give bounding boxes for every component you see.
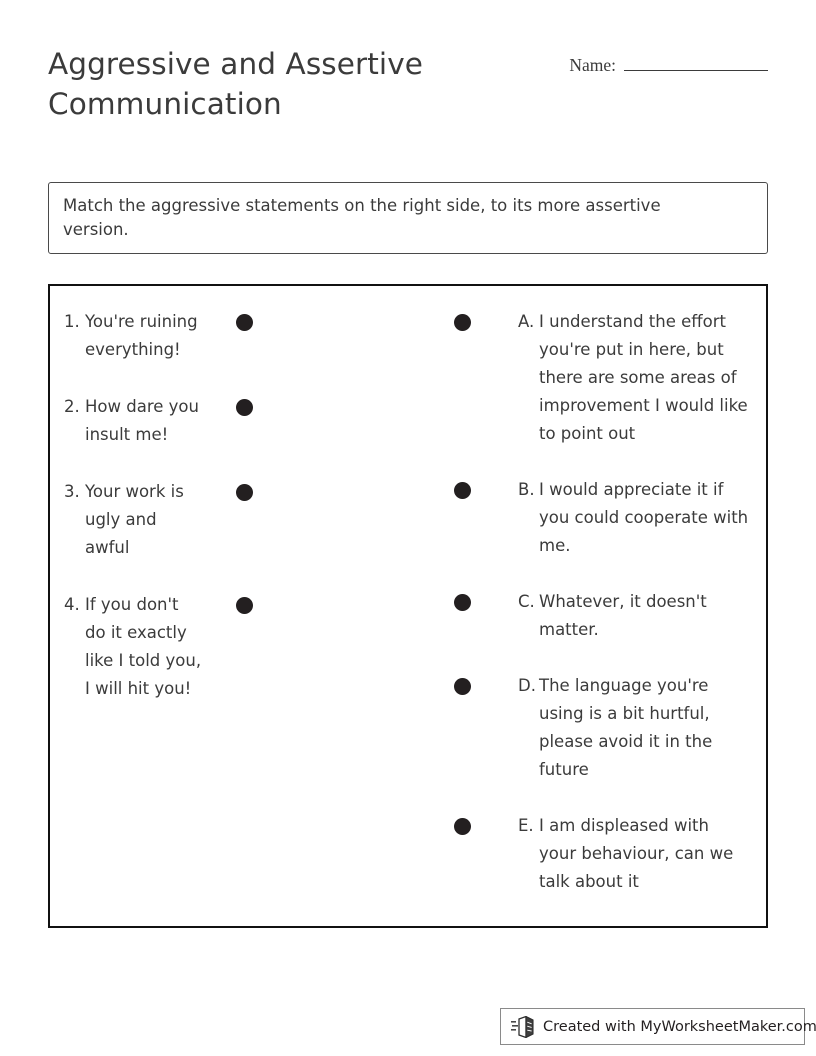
name-input-line[interactable]: [624, 70, 768, 71]
match-dot[interactable]: [454, 314, 471, 331]
item-label: You're ruining everything!: [85, 312, 198, 359]
item-label: I am displeased with your behaviour, can…: [539, 816, 734, 891]
item-label: I understand the effort you're put in he…: [539, 312, 748, 443]
matching-exercise-box: 1. You're ruining everything! 2. How dar…: [48, 284, 768, 928]
match-dot[interactable]: [454, 818, 471, 835]
assertive-statements-column: A. I understand the effort you're put in…: [454, 308, 754, 896]
item-label: Your work is ugly and awful: [85, 482, 184, 557]
item-label: Whatever, it doesn't matter.: [539, 592, 707, 639]
list-item: 2. How dare you insult me!: [64, 393, 279, 449]
list-item: D. The language you're using is a bit hu…: [454, 672, 754, 784]
footer-attribution-text: Created with MyWorksheetMaker.com: [543, 1018, 816, 1035]
match-dot[interactable]: [236, 597, 253, 614]
list-item: A. I understand the effort you're put in…: [454, 308, 754, 448]
name-label: Name:: [569, 55, 616, 75]
item-marker: B.: [518, 480, 535, 499]
item-label: The language you're using is a bit hurtf…: [539, 676, 713, 779]
item-label: I would appreciate it if you could coope…: [539, 480, 749, 555]
list-item: 4. If you don't do it exactly like I tol…: [64, 591, 279, 703]
aggressive-statements-column: 1. You're ruining everything! 2. How dar…: [64, 308, 279, 703]
footer-attribution-badge[interactable]: Created with MyWorksheetMaker.com: [500, 1008, 816, 1045]
item-label: If you don't do it exactly like I told y…: [85, 595, 202, 698]
match-dot[interactable]: [236, 314, 253, 331]
page-title: Aggressive and Assertive Communication: [48, 47, 424, 121]
match-dot[interactable]: [454, 678, 471, 695]
list-item: 3. Your work is ugly and awful: [64, 478, 279, 562]
list-item: E. I am displeased with your behaviour, …: [454, 812, 754, 896]
item-marker: E.: [518, 816, 534, 835]
item-marker: D.: [518, 676, 536, 695]
item-marker: C.: [518, 592, 535, 611]
instructions-text: Match the aggressive statements on the r…: [63, 196, 661, 239]
name-field-group: Name:: [569, 55, 768, 75]
item-label: How dare you insult me!: [85, 397, 199, 444]
instructions-box: Match the aggressive statements on the r…: [48, 182, 768, 254]
item-marker: 3.: [64, 482, 80, 501]
list-item: C. Whatever, it doesn't matter.: [454, 588, 754, 644]
item-marker: A.: [518, 312, 535, 331]
item-marker: 2.: [64, 397, 80, 416]
list-item: 1. You're ruining everything!: [64, 308, 279, 364]
item-marker: 4.: [64, 595, 80, 614]
match-dot[interactable]: [454, 482, 471, 499]
worksheet-maker-logo-icon: [511, 1015, 534, 1038]
match-dot[interactable]: [236, 484, 253, 501]
list-item: B. I would appreciate it if you could co…: [454, 476, 754, 560]
match-dot[interactable]: [454, 594, 471, 611]
worksheet-header: Aggressive and Assertive Communication N…: [48, 44, 768, 140]
item-marker: 1.: [64, 312, 80, 331]
match-dot[interactable]: [236, 399, 253, 416]
